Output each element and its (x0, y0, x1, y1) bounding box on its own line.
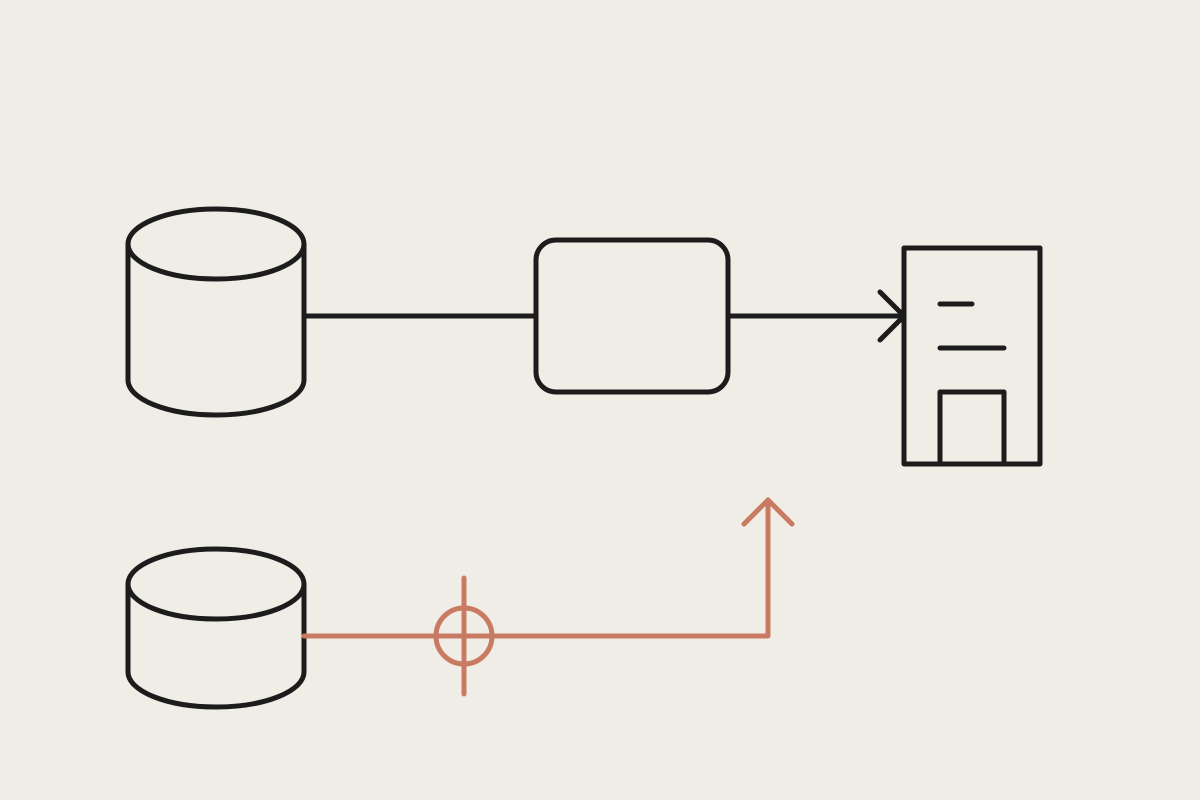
edge-secondary-flow (301, 497, 771, 639)
source-db-cylinder[interactable] (125, 206, 307, 418)
building-door (937, 389, 1007, 467)
arrowhead-up-icon (741, 497, 795, 527)
building-outline (901, 245, 1043, 467)
secondary-db-cylinder[interactable] (125, 546, 307, 710)
destination-building[interactable] (901, 245, 1043, 467)
secondary-db-body (125, 581, 307, 710)
junction-crosshair-icon[interactable] (433, 575, 495, 697)
source-db-body (125, 241, 307, 418)
